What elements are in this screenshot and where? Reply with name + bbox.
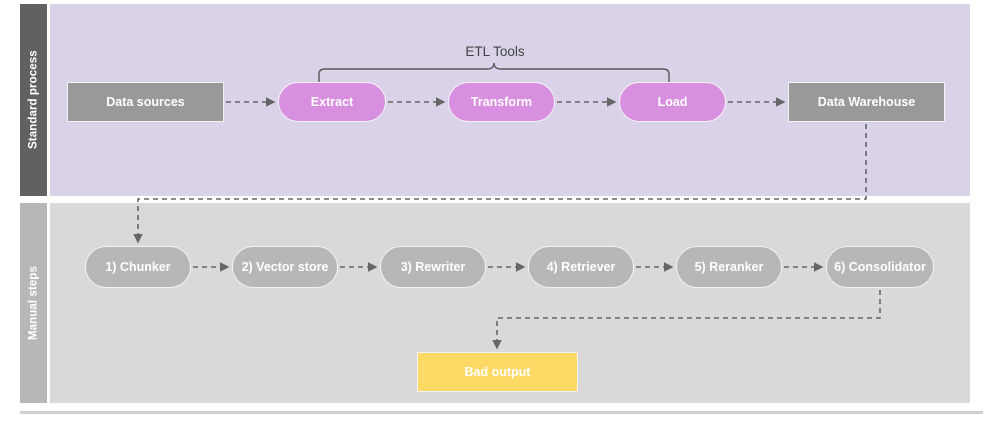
node-retriever[interactable]: 4) Retriever: [528, 246, 634, 288]
node-chunker[interactable]: 1) Chunker: [85, 246, 191, 288]
node-data-warehouse[interactable]: Data Warehouse: [788, 82, 945, 122]
node-consolidator[interactable]: 6) Consolidator: [826, 246, 934, 288]
node-data-sources[interactable]: Data sources: [67, 82, 224, 122]
node-load[interactable]: Load: [619, 82, 726, 122]
node-extract[interactable]: Extract: [278, 82, 386, 122]
bottom-divider: [20, 411, 983, 414]
lane-label-manual-steps: Manual steps: [20, 203, 47, 403]
node-rewriter[interactable]: 3) Rewriter: [380, 246, 486, 288]
node-bad-output[interactable]: Bad output: [417, 352, 578, 392]
node-reranker[interactable]: 5) Reranker: [676, 246, 782, 288]
node-vector-store[interactable]: 2) Vector store: [232, 246, 338, 288]
node-transform[interactable]: Transform: [448, 82, 555, 122]
lane-label-standard-process: Standard process: [20, 4, 47, 196]
etl-tools-label: ETL Tools: [465, 44, 525, 59]
